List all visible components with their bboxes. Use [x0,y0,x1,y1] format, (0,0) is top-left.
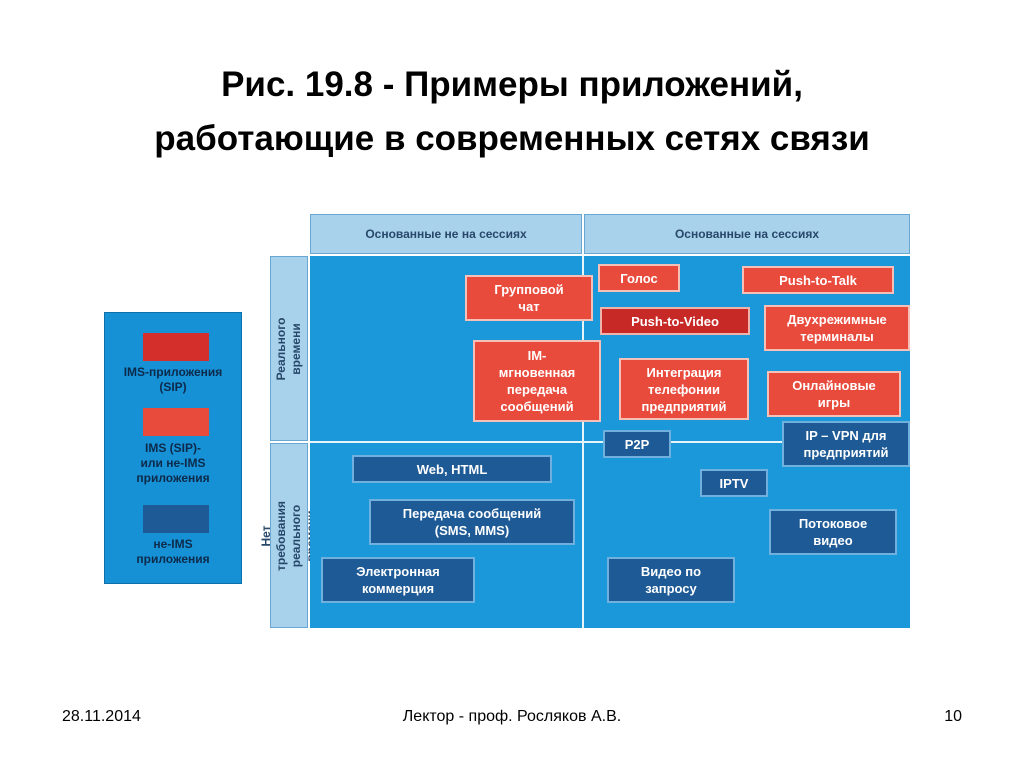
legend-label-ims: IMS-приложения (SIP) [123,365,223,394]
legend: IMS-приложения (SIP) IMS (SIP)- или не-I… [104,312,242,584]
app-video-on-demand: Видео по запросу [607,557,735,603]
title-line-1: Рис. 19.8 - Примеры приложений, [221,65,803,104]
legend-swatch-mixed [143,408,209,436]
column-header-session: Основанные на сессиях [584,214,910,254]
footer-page-number: 10 [944,708,962,725]
legend-label-non-ims: не-IMS приложения [136,537,210,566]
app-online-games: Онлайновые игры [767,371,901,417]
app-streaming-video: Потоковое видео [769,509,897,555]
row-label-realtime: Реального времени [274,317,303,380]
app-p2p: P2P [603,430,671,458]
app-ecommerce: Электронная коммерция [321,557,475,603]
app-push-to-talk: Push-to-Talk [742,266,894,294]
app-ip-vpn: IP – VPN для предприятий [782,421,910,467]
app-enterprise-telephony: Интеграция телефонии предприятий [619,358,749,420]
column-header-non-session: Основанные не на сессиях [310,214,582,254]
legend-swatch-ims [143,333,209,361]
row-header-realtime: Реального времени [270,256,308,441]
footer-date: 28.11.2014 [62,708,141,725]
app-push-to-video: Push-to-Video [600,307,750,335]
legend-swatch-non-ims [143,505,209,533]
footer-lecturer: Лектор - проф. Росляков А.В. [402,708,622,725]
title-line-2: работающие в современных сетях связи [154,119,870,158]
app-group-chat: Групповой чат [465,275,593,321]
app-iptv: IPTV [700,469,768,497]
legend-label-mixed: IMS (SIP)- или не-IMS приложения [136,441,210,485]
app-sms-mms: Передача сообщений (SMS, MMS) [369,499,575,545]
slide-title: Рис. 19.8 - Примеры приложений, работающ… [0,58,1024,166]
app-instant-messaging: IM- мгновенная передача сообщений [473,340,601,422]
app-dual-mode-terminals: Двухрежимные терминалы [764,305,910,351]
app-web-html: Web, HTML [352,455,552,483]
row-header-non-realtime: Нет требования реального времени [259,443,318,628]
app-voice: Голос [598,264,680,292]
